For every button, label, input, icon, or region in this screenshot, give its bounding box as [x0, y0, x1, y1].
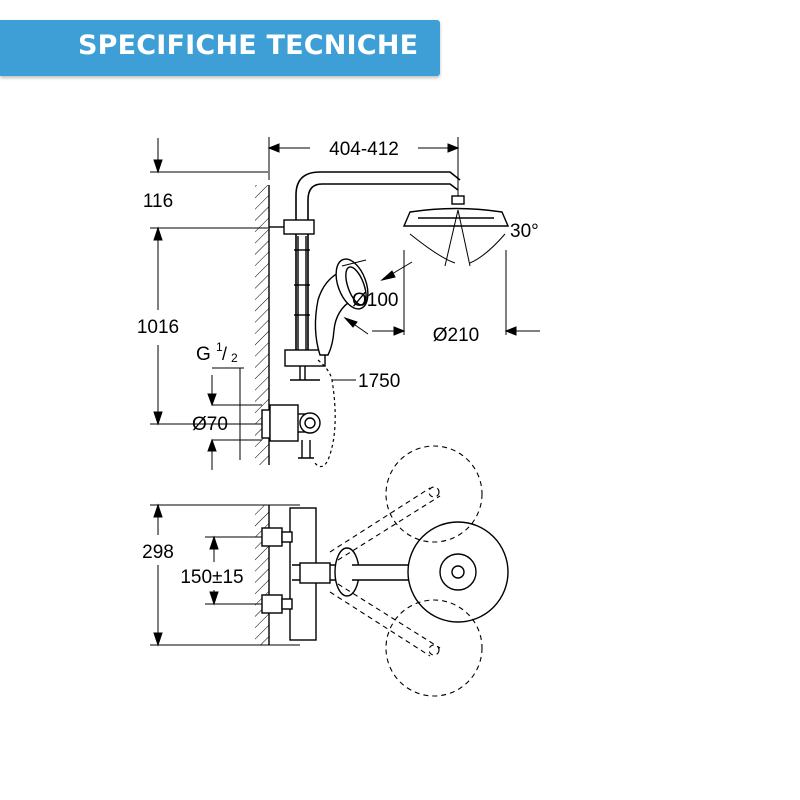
label-thread-num: 1 [216, 340, 223, 354]
label-thread-slash: / [222, 344, 227, 364]
wall-hatch-top [255, 505, 269, 645]
diverter-knob [299, 412, 321, 434]
label-thread-g: G [196, 344, 211, 365]
label-thread-den: 2 [231, 351, 238, 365]
hose [313, 359, 336, 468]
label-height-bar: 1016 [137, 317, 179, 338]
swivel-arm-lower [329, 583, 441, 657]
label-head-tilt: 30° [510, 221, 539, 242]
tilt-arc [409, 233, 456, 264]
side-dimensions [150, 137, 540, 470]
header-banner: SPECIFICHE TECNICHE [0, 20, 440, 76]
dimension-labels: 404-412 116 1016 G 1 / 2 Ø70 30° Ø100 Ø2… [137, 139, 539, 588]
wall-hatch [255, 185, 269, 465]
label-hose-length: 1750 [358, 371, 400, 392]
shower-column [295, 171, 461, 360]
label-width-arm: 404-412 [329, 139, 399, 160]
mixer-body [269, 404, 299, 442]
outlet [298, 440, 314, 459]
column-bracket [283, 219, 315, 235]
label-head-diameter: Ø210 [433, 325, 479, 346]
label-inlet-spacing: 150±15 [180, 567, 243, 588]
top-dimensions [150, 503, 300, 647]
side-view [255, 171, 510, 468]
label-mixer-height: 298 [142, 542, 174, 563]
top-view [255, 445, 509, 697]
wall-plate [261, 409, 271, 439]
hand-shower-head [335, 258, 369, 310]
label-top-offset: 116 [143, 191, 173, 212]
tilt-line-right [457, 209, 471, 267]
label-hand-diameter: Ø100 [352, 290, 398, 311]
swivel-arm-upper [329, 487, 441, 561]
page-title: SPECIFICHE TECNICHE [78, 30, 419, 61]
inlet-top [261, 527, 283, 547]
swivel-circle-lower [385, 599, 483, 697]
tilt-line-left [444, 209, 459, 267]
head-connector [451, 195, 465, 205]
label-outlet-diameter: Ø70 [192, 414, 228, 435]
swivel-circle-upper [385, 445, 483, 543]
inlet-bottom [261, 594, 283, 614]
